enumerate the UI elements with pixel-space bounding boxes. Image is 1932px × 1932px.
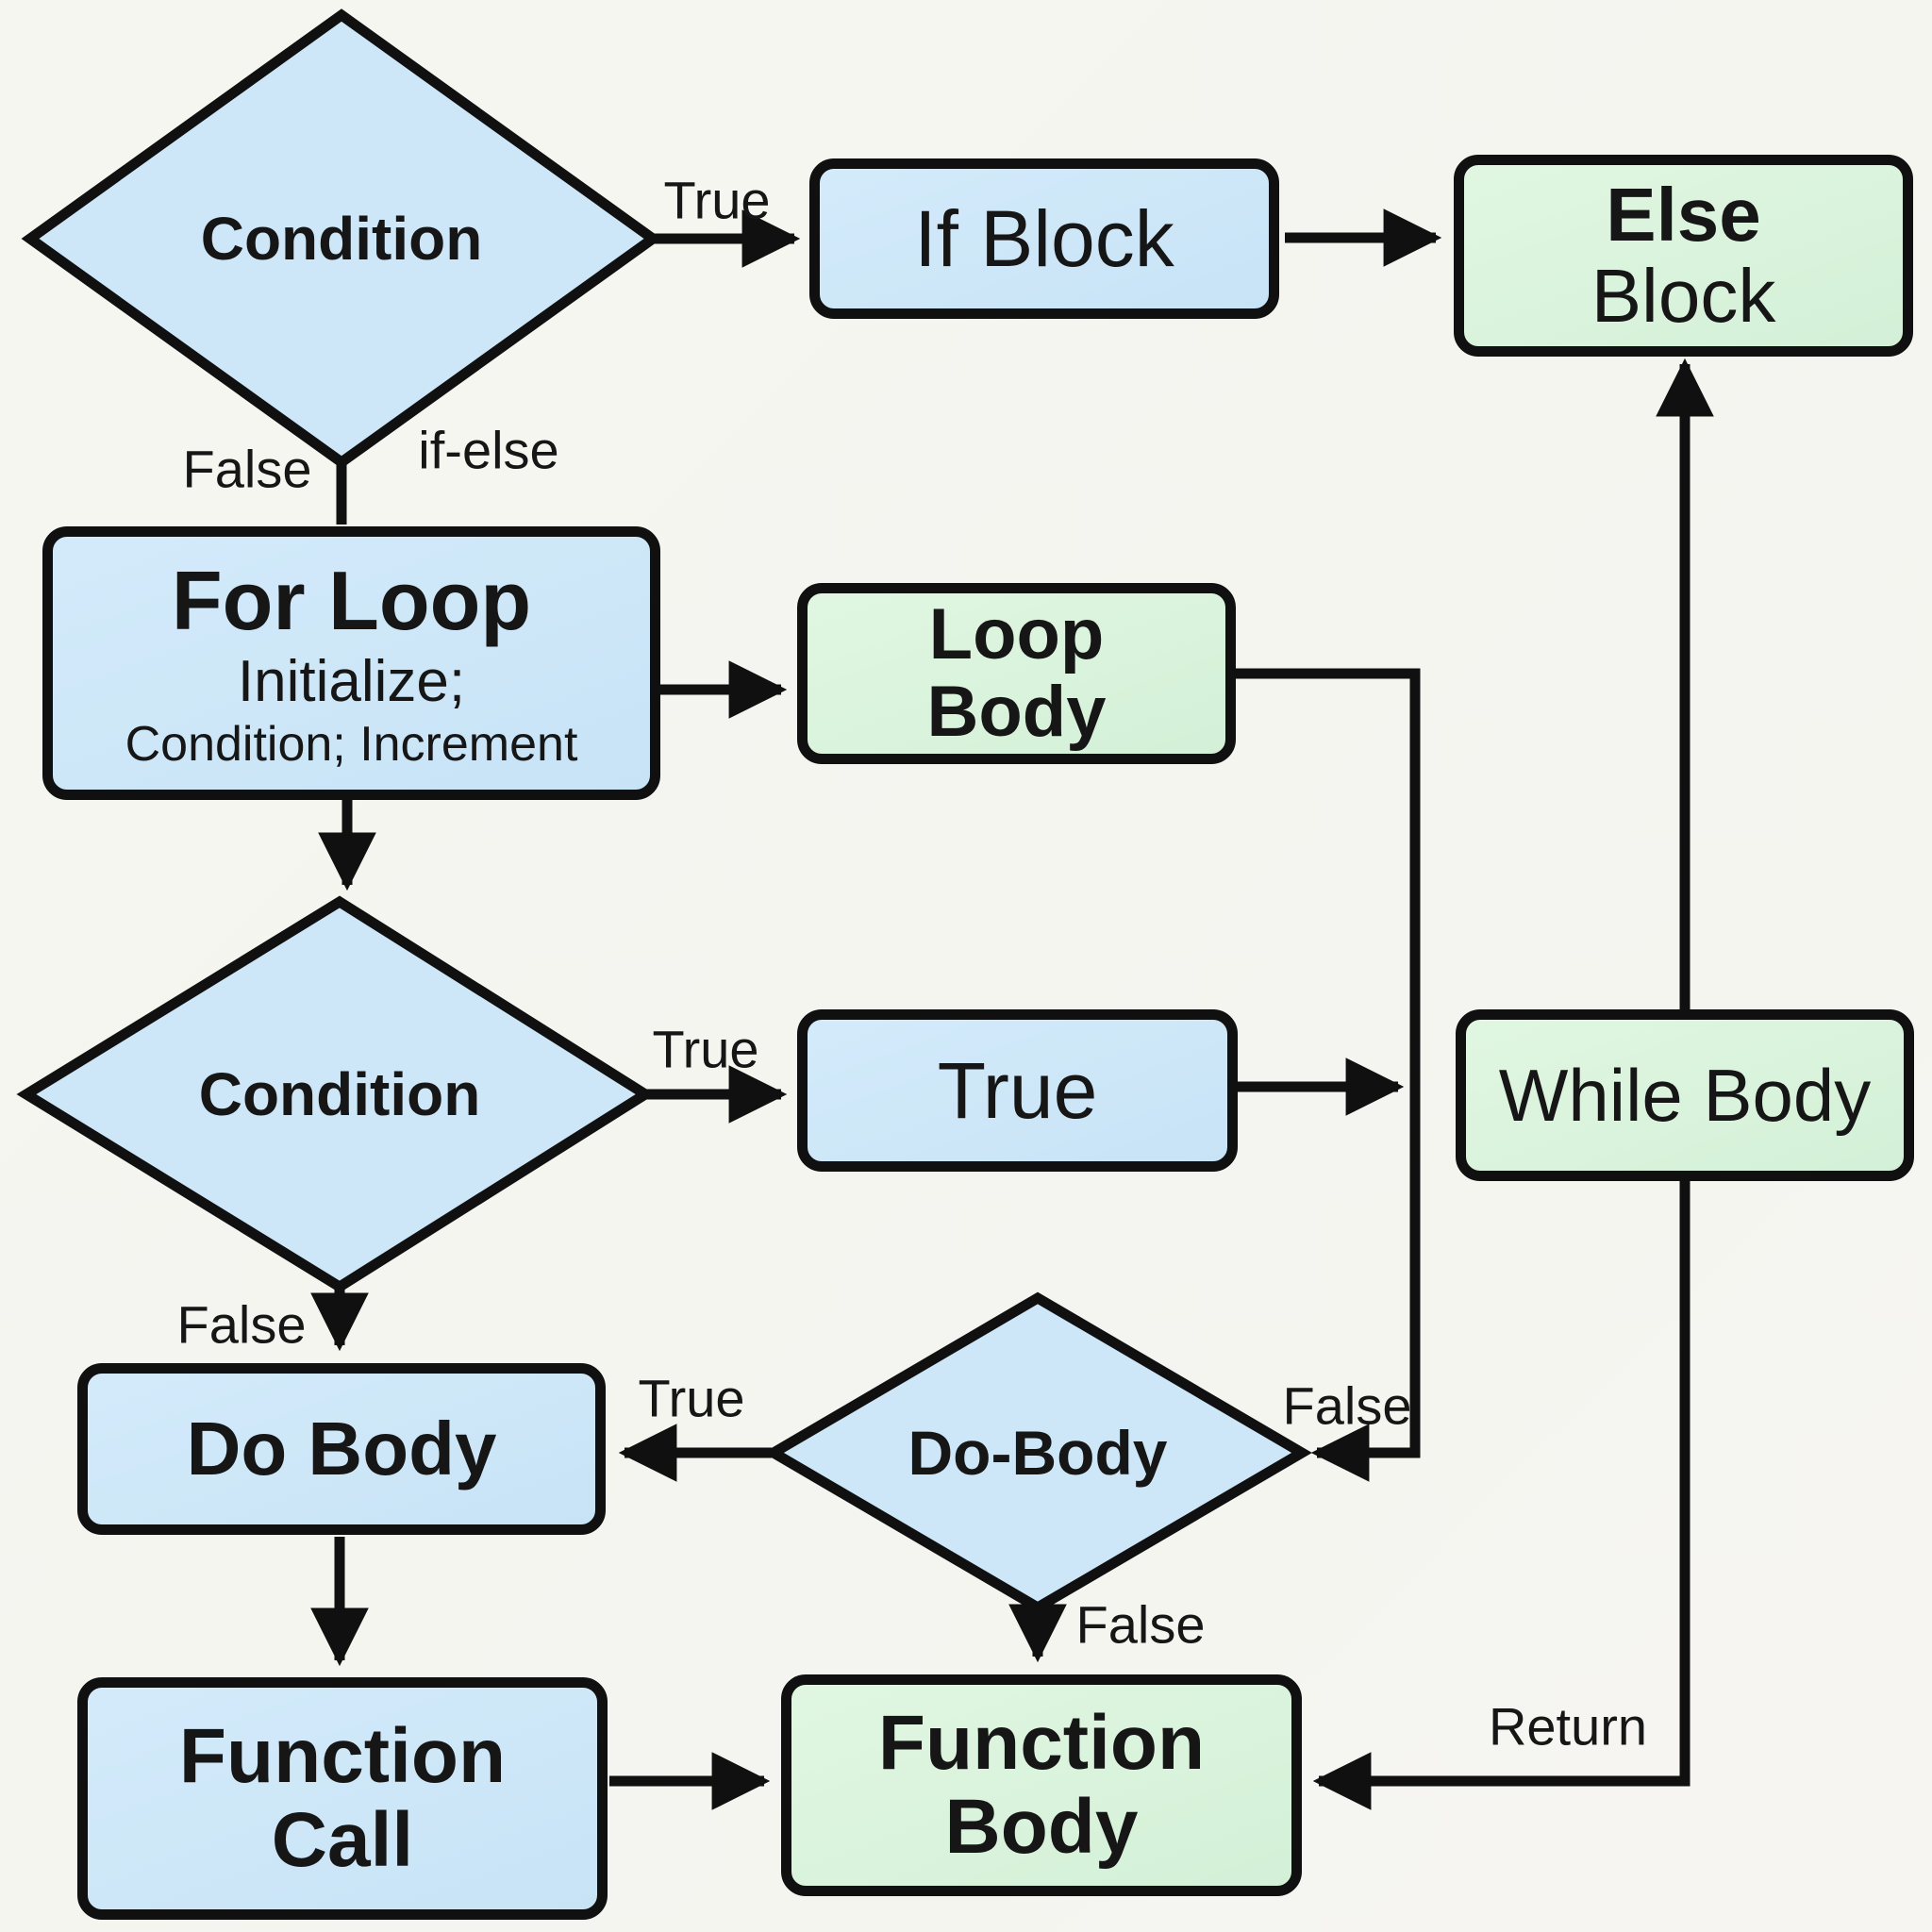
- edge-label-return: Return: [1488, 1696, 1648, 1757]
- if-block-label: If Block: [914, 193, 1174, 283]
- function-body-node: Function Body: [781, 1674, 1302, 1896]
- edge-label-while-false: False: [176, 1294, 307, 1355]
- true-block-node: True: [797, 1009, 1238, 1172]
- edge-label-if-true: True: [663, 170, 771, 230]
- edge-label-if-false: False: [182, 439, 312, 499]
- condition-if-label: Condition: [200, 205, 483, 273]
- else-block-label-line1: Else: [1606, 172, 1761, 257]
- true-block-label: True: [937, 1045, 1098, 1135]
- else-block-label-line2: Block: [1591, 254, 1776, 338]
- for-loop-init-label: Initialize;: [237, 648, 466, 714]
- edge-return-loopback: [1312, 358, 1714, 1810]
- for-loop-title: For Loop: [171, 553, 532, 647]
- for-loop-node: For Loop Initialize; Condition; Incremen…: [42, 526, 660, 800]
- do-body-label: Do Body: [186, 1406, 497, 1491]
- function-body-label-line1: Function: [877, 1699, 1206, 1786]
- function-call-label-line2: Call: [271, 1796, 414, 1883]
- function-call-label-line1: Function: [178, 1712, 507, 1799]
- loop-body-node: Loop Body: [797, 583, 1236, 764]
- while-body-label: While Body: [1498, 1053, 1872, 1137]
- edge-label-while-true: True: [652, 1019, 759, 1079]
- condition-while-label: Condition: [198, 1060, 481, 1128]
- for-loop-cond-incr-label: Condition; Increment: [125, 716, 578, 772]
- if-block-node: If Block: [809, 158, 1279, 319]
- edge-label-do-false-right: False: [1282, 1375, 1412, 1436]
- loop-body-label-line2: Body: [926, 672, 1107, 752]
- edge-label-if-else-tag: if-else: [418, 420, 559, 480]
- condition-if-diamond: [21, 8, 662, 469]
- do-body-decision-diamond: [763, 1291, 1312, 1614]
- do-body-node: Do Body: [77, 1363, 606, 1535]
- do-body-decision-label: Do-Body: [908, 1418, 1168, 1488]
- else-block-node: Else Block: [1454, 155, 1913, 357]
- function-call-node: Function Call: [77, 1677, 608, 1920]
- edge-loopbody-to-dobody-decision: [1234, 668, 1421, 1482]
- function-body-label-line2: Body: [944, 1783, 1139, 1870]
- edge-label-do-true: True: [638, 1368, 745, 1428]
- while-body-node: While Body: [1456, 1009, 1914, 1181]
- condition-while-diamond: [16, 895, 656, 1293]
- loop-body-label-line1: Loop: [928, 593, 1105, 675]
- edge-label-do-false-bottom: False: [1075, 1594, 1206, 1655]
